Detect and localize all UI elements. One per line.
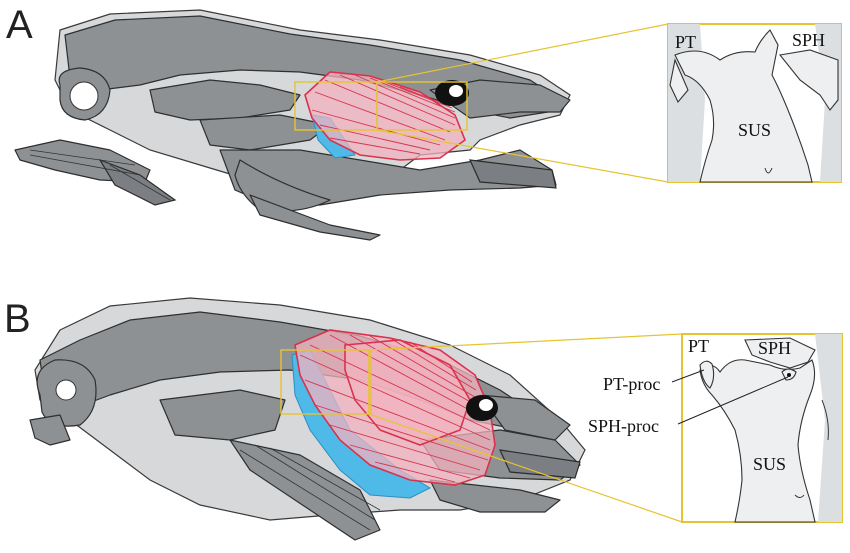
- connector-b-bottom: [368, 413, 683, 523]
- lower-cranial-bone: [29, 414, 71, 446]
- ceratohyal: [249, 194, 381, 241]
- sphenotic-shape-a: [778, 49, 839, 111]
- inset-b-label-sph: SPH: [758, 338, 791, 358]
- highlight-box-a-large: [376, 81, 468, 131]
- label-pt-proc: PT-proc: [603, 374, 660, 394]
- pterotic-shape-a: [669, 58, 689, 104]
- suspensorium-shape-b: [699, 359, 816, 523]
- panel-a: A: [6, 3, 842, 241]
- inset-a-label-pt: PT: [675, 32, 696, 52]
- otic-opening: [69, 81, 99, 111]
- hyomandibular: [199, 114, 331, 151]
- panel-a-letter: A: [6, 3, 33, 47]
- otic-opening-b: [55, 379, 77, 401]
- adductor-muscle-b: [294, 329, 496, 486]
- inset-b-label-pt: PT: [688, 336, 709, 356]
- inset-a-label-sus: SUS: [738, 120, 771, 140]
- eye-a: [435, 80, 469, 106]
- pt-proc-leader: [671, 369, 705, 383]
- inset-a: PT SPH SUS: [667, 23, 842, 183]
- dentary-teeth-row: [469, 159, 557, 189]
- hyomandibular-b: [159, 389, 286, 441]
- inset-a-label-sph: SPH: [792, 30, 825, 50]
- dentary-teeth-row-b: [498, 449, 581, 479]
- snout-b: [479, 394, 571, 441]
- eye-b: [466, 395, 498, 421]
- pt-process-shape: [699, 360, 715, 389]
- ventral-jaw-b: [429, 479, 561, 513]
- connector-b-top: [368, 333, 683, 351]
- skull-roof-b: [39, 311, 546, 431]
- label-sph-proc: SPH-proc: [588, 416, 659, 436]
- postorbital-bones: [149, 79, 301, 121]
- inset-b: PT SPH SUS: [681, 333, 843, 523]
- connector-a-bottom: [376, 129, 669, 183]
- connector-a-top: [376, 23, 669, 83]
- sphenotic-shape-b: [744, 337, 816, 369]
- sph-proc-leader: [677, 376, 789, 425]
- panel-b: B: [4, 297, 843, 541]
- panel-b-letter: B: [4, 297, 31, 341]
- suspensorium-shape-a: [674, 29, 813, 183]
- inset-b-label-sus: SUS: [753, 454, 786, 474]
- pectoral-fin-b: [229, 439, 381, 541]
- skull-a: [54, 9, 571, 241]
- pectoral-fin-a: [14, 139, 177, 206]
